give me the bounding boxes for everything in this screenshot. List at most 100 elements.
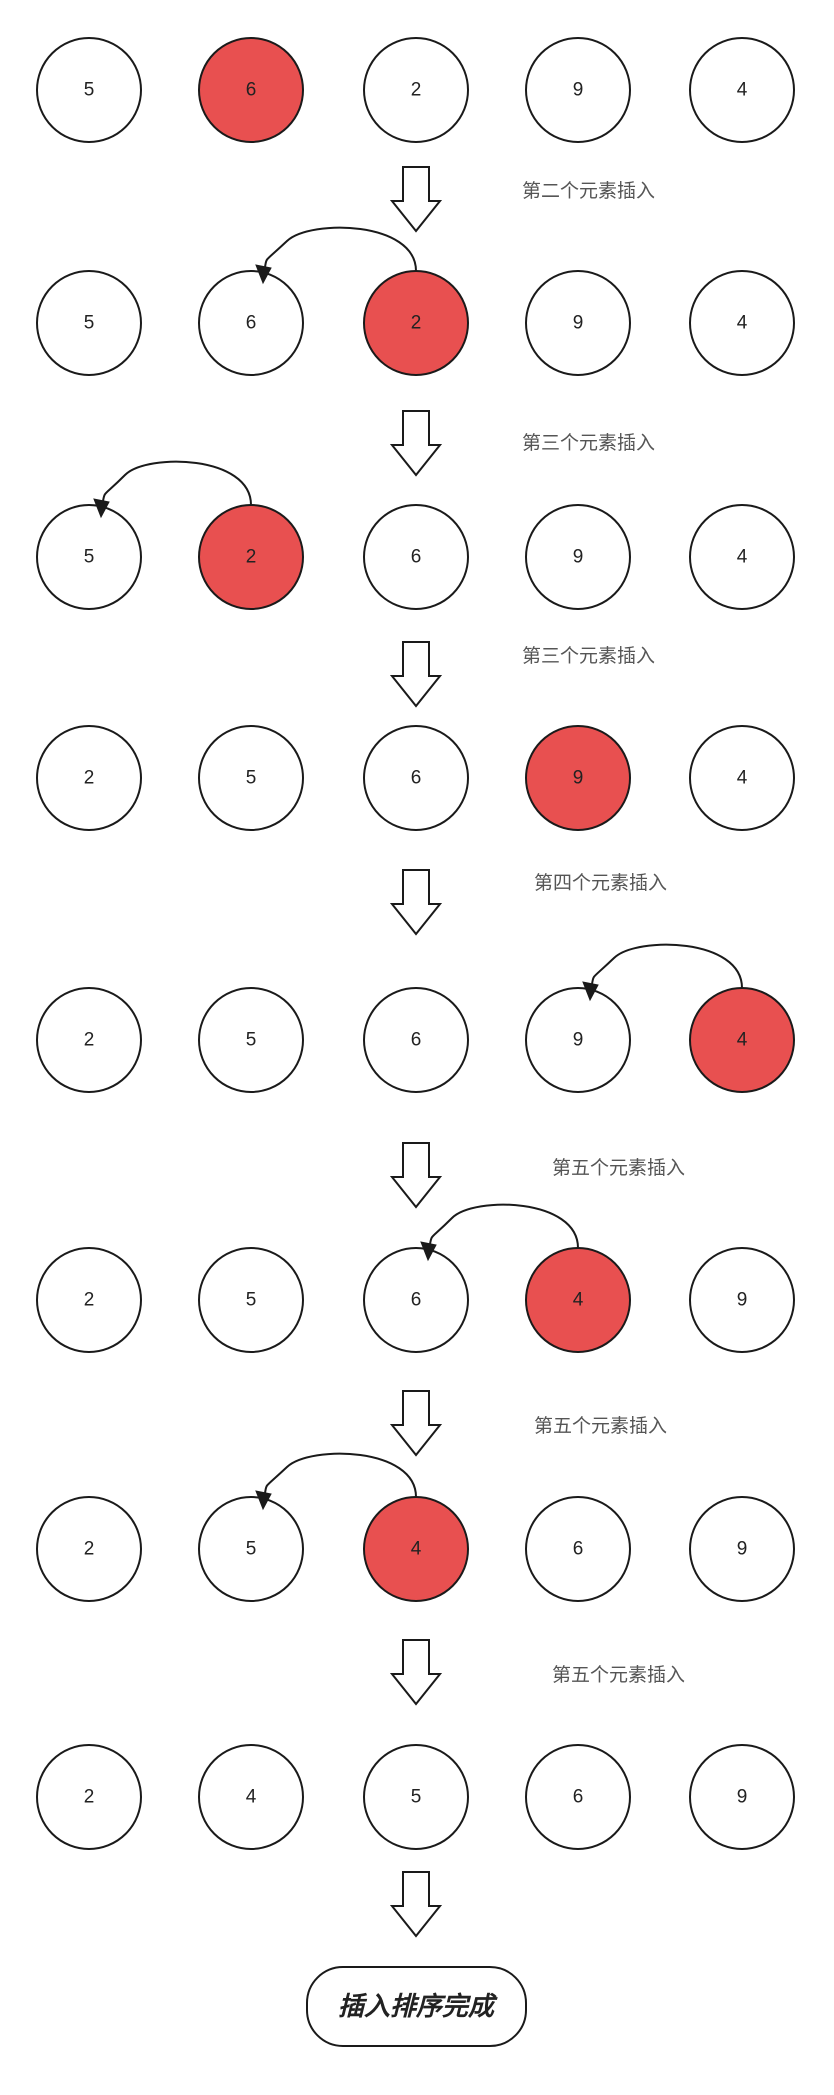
element-value: 9	[573, 1030, 584, 1051]
insert-move-curve	[429, 1203, 579, 1249]
arrowhead-icon	[255, 1490, 272, 1511]
insert-move-curve	[264, 1452, 417, 1498]
element-value: 2	[84, 1290, 95, 1311]
insert-moves	[93, 226, 743, 1511]
element-circle	[525, 504, 631, 610]
arrowhead-icon	[255, 264, 272, 285]
down-arrow-icon	[389, 1871, 443, 1938]
arrowhead-icon	[93, 498, 110, 519]
element-value: 4	[573, 1290, 584, 1311]
insert-move-curve	[264, 226, 417, 272]
step-caption: 第五个元素插入	[534, 1415, 667, 1437]
step-caption: 第五个元素插入	[552, 1664, 685, 1686]
insert-move-curve	[591, 943, 743, 989]
down-arrow-icon	[389, 1142, 443, 1209]
element-value: 9	[573, 768, 584, 789]
element-circle	[689, 725, 795, 831]
step-arrows	[389, 166, 443, 1938]
final-result-box	[306, 1966, 527, 2047]
element-value: 4	[737, 313, 748, 334]
array-row: 5 6 2 9 4	[36, 37, 795, 143]
element-circle	[363, 725, 469, 831]
step-caption: 第四个元素插入	[534, 872, 667, 894]
element-value: 2	[411, 80, 422, 101]
element-value: 5	[84, 547, 95, 568]
element-value: 5	[246, 768, 257, 789]
element-value: 5	[246, 1030, 257, 1051]
element-value: 5	[411, 1787, 422, 1808]
array-row: 2 4 5 6 9	[36, 1744, 795, 1850]
arrowhead-icon	[582, 981, 599, 1002]
element-circle	[689, 1247, 795, 1353]
element-value: 6	[246, 80, 257, 101]
element-value: 4	[737, 547, 748, 568]
element-circle	[363, 37, 469, 143]
element-circle	[198, 987, 304, 1093]
element-value: 5	[246, 1539, 257, 1560]
element-circle	[198, 725, 304, 831]
final-result: 插入排序完成	[306, 1966, 527, 2047]
arrowhead-icon	[420, 1241, 437, 1262]
element-value: 6	[411, 768, 422, 789]
element-circle	[689, 1496, 795, 1602]
step-caption: 第二个元素插入	[522, 180, 655, 202]
element-circle	[36, 1496, 142, 1602]
element-value: 6	[411, 547, 422, 568]
down-arrow-icon	[389, 1639, 443, 1706]
down-arrow-icon	[389, 410, 443, 477]
element-circle	[36, 987, 142, 1093]
element-circle	[363, 504, 469, 610]
down-arrow-icon	[389, 869, 443, 936]
element-circle	[525, 1744, 631, 1850]
element-circle	[198, 1247, 304, 1353]
element-value: 2	[84, 768, 95, 789]
step-caption: 第五个元素插入	[552, 1157, 685, 1179]
element-circle	[525, 37, 631, 143]
element-circle	[363, 1247, 469, 1353]
element-circle	[36, 504, 142, 610]
insert-move-arrow	[93, 460, 252, 519]
element-circle	[689, 270, 795, 376]
element-value: 2	[411, 313, 422, 334]
element-value: 6	[573, 1787, 584, 1808]
element-circle	[36, 1744, 142, 1850]
insert-move-arrow	[255, 226, 417, 285]
current-element-circle	[198, 37, 304, 143]
element-circle	[689, 1744, 795, 1850]
element-circle	[198, 270, 304, 376]
down-arrow-icon	[389, 641, 443, 708]
element-circle	[198, 1496, 304, 1602]
element-value: 2	[84, 1030, 95, 1051]
element-value: 5	[84, 80, 95, 101]
element-value: 9	[737, 1787, 748, 1808]
element-circle	[363, 987, 469, 1093]
final-result-label: 插入排序完成	[338, 1992, 498, 2022]
element-value: 9	[573, 313, 584, 334]
element-value: 9	[737, 1290, 748, 1311]
insert-move-arrow	[582, 943, 743, 1002]
element-circle	[36, 1247, 142, 1353]
element-value: 9	[737, 1539, 748, 1560]
element-circle	[689, 504, 795, 610]
element-value: 2	[84, 1539, 95, 1560]
element-value: 9	[573, 80, 584, 101]
element-value: 6	[573, 1539, 584, 1560]
element-value: 4	[737, 80, 748, 101]
element-value: 9	[573, 547, 584, 568]
element-value: 2	[84, 1787, 95, 1808]
current-element-circle	[525, 725, 631, 831]
down-arrow-icon	[389, 1390, 443, 1457]
step-captions: 第二个元素插入第三个元素插入第三个元素插入第四个元素插入第五个元素插入第五个元素…	[522, 180, 685, 1686]
element-value: 6	[411, 1290, 422, 1311]
element-value: 4	[246, 1787, 257, 1808]
step-caption: 第三个元素插入	[522, 432, 655, 454]
element-circle	[36, 725, 142, 831]
element-value: 5	[246, 1290, 257, 1311]
